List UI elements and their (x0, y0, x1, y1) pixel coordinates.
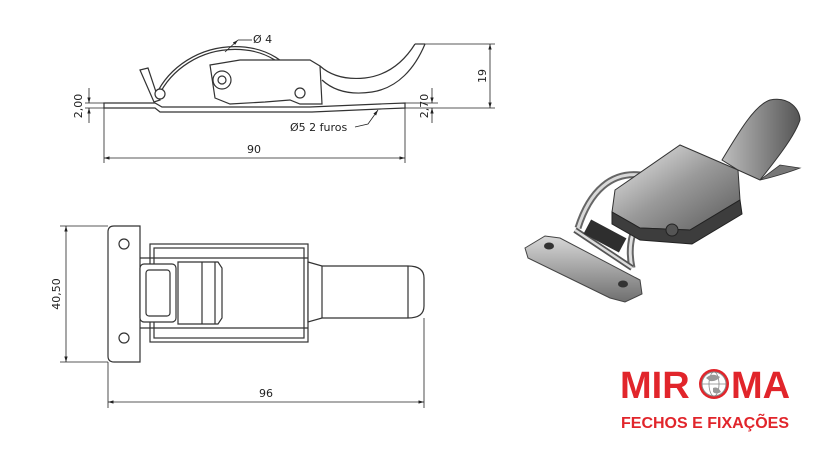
dim-length-side: 90 (247, 143, 261, 156)
dim-thickness-right: 2,70 (418, 94, 431, 119)
dim-hole-small: Ø 4 (253, 33, 272, 46)
side-view (103, 43, 426, 113)
logo-tagline: FECHOS E FIXAÇÕES (621, 412, 789, 432)
side-view-dimensions (85, 39, 495, 163)
dim-height-total: 19 (476, 69, 489, 83)
top-view-dimensions (60, 225, 425, 408)
dim-thickness-left: 2,00 (72, 94, 85, 119)
dim-length-top: 96 (259, 387, 273, 400)
logo-brand-right: MA (731, 365, 790, 407)
latch-3d-render (524, 98, 802, 303)
logo-brand-left: MIR (620, 365, 690, 407)
top-view (107, 225, 425, 363)
miroma-logo: MIR MA FECHOS E FIXAÇÕES (620, 365, 790, 432)
globe-icon (699, 369, 729, 399)
dim-holes-note: Ø5 2 furos (290, 121, 348, 134)
dim-width-top: 40,50 (50, 278, 63, 310)
